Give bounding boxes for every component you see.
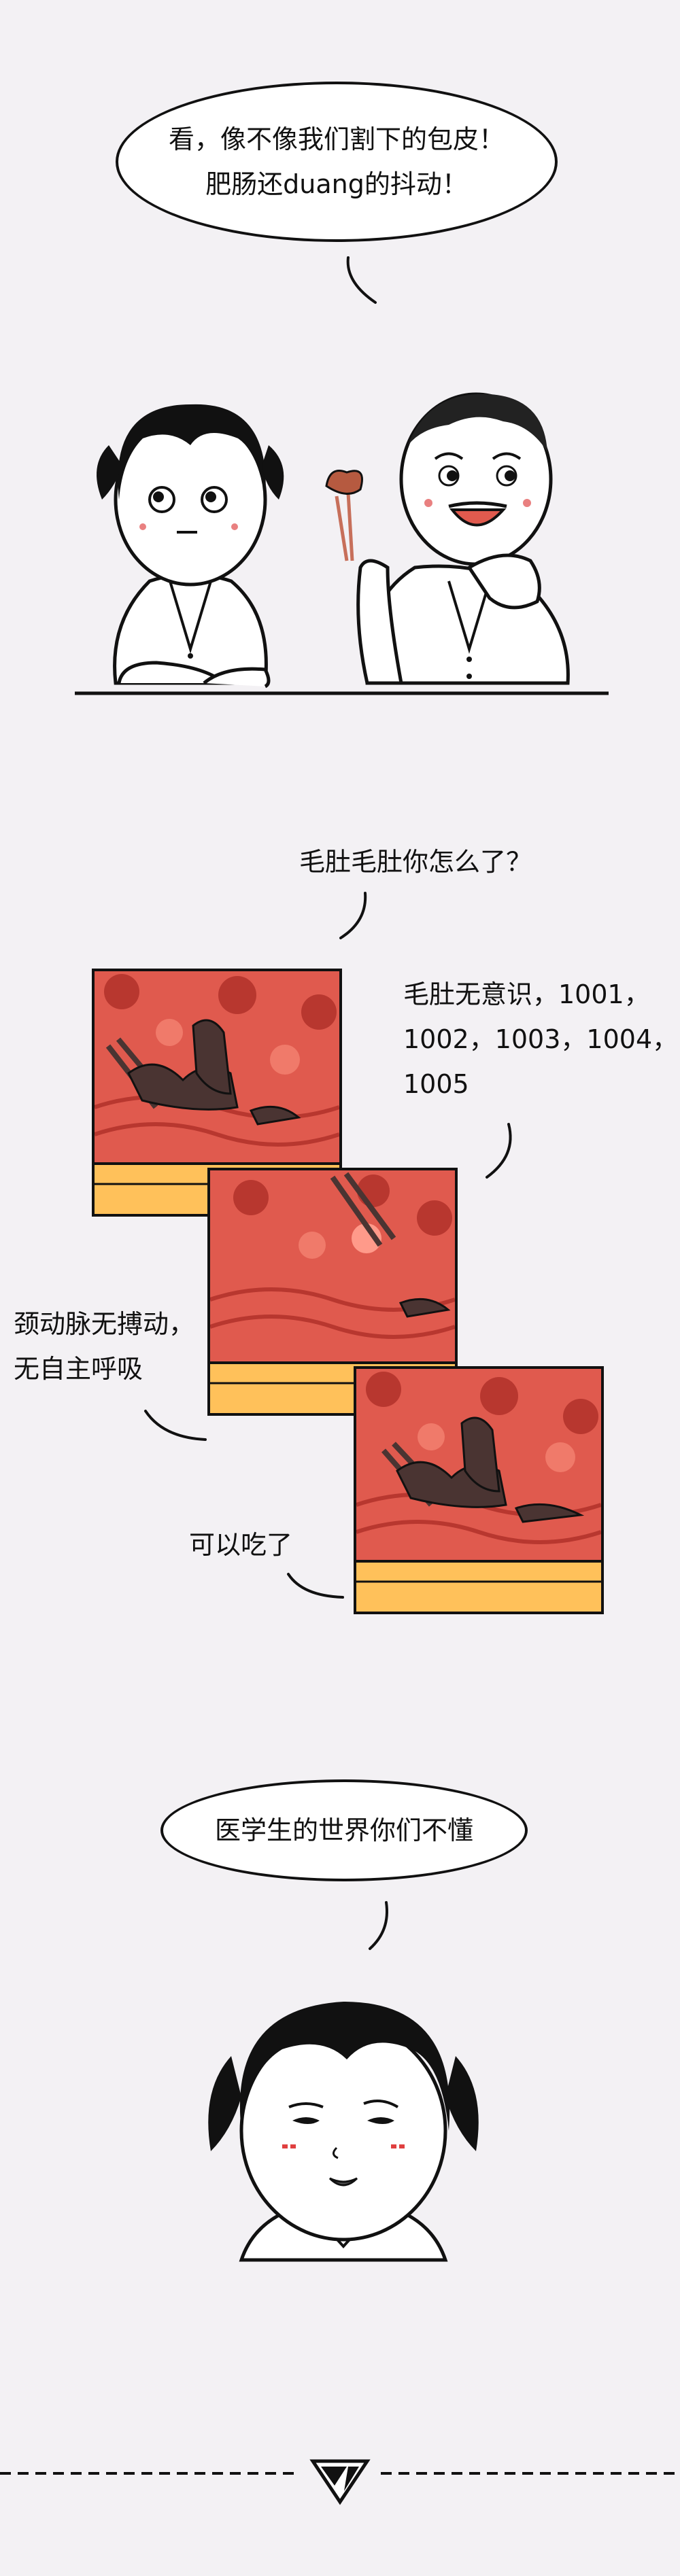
speech-bubble-1: 看，像不像我们割下的包皮！ 肥肠还duang的抖动！ bbox=[116, 82, 558, 242]
speech-bubble-1-line-2: 肥肠还duang的抖动！ bbox=[205, 169, 468, 199]
speech-bubble-1-line-1: 看，像不像我们割下的包皮！ bbox=[168, 124, 505, 154]
illustration-two-doctors bbox=[75, 392, 609, 695]
footer-divider bbox=[0, 2459, 680, 2505]
caption-tripe-count-line-3: 1005 bbox=[403, 1069, 469, 1099]
caption-ready-to-eat: 可以吃了 bbox=[189, 1530, 293, 1560]
caption-tripe-count-line-2: 1002，1003，1004， bbox=[403, 1024, 679, 1054]
caption-carotid-tail bbox=[144, 1410, 207, 1441]
hotpot-panel-3 bbox=[354, 1366, 604, 1614]
caption-tripe-count-tail bbox=[486, 1123, 512, 1179]
speech-bubble-2-text: 医学生的世界你们不懂 bbox=[214, 1815, 473, 1845]
caption-tripe-count-line-1: 毛肚无意识，1001， bbox=[403, 979, 650, 1009]
caption-carotid: 颈动脉无搏动， 无自主呼吸 bbox=[14, 1302, 194, 1391]
caption-carotid-line-1: 颈动脉无搏动， bbox=[14, 1309, 195, 1339]
caption-ready-to-eat-tail bbox=[287, 1573, 344, 1599]
illustration-medical-student bbox=[208, 2002, 479, 2262]
caption-tripe-question-tail bbox=[339, 892, 367, 939]
speech-bubble-1-tail bbox=[346, 256, 377, 304]
caption-tripe-question: 毛肚毛肚你怎么了？ bbox=[299, 847, 532, 877]
speech-bubble-2: 医学生的世界你们不懂 bbox=[160, 1779, 528, 1881]
caption-tripe-count: 毛肚无意识，1001， 1002，1003，1004， 1005 bbox=[403, 972, 678, 1107]
speech-bubble-2-tail bbox=[369, 1901, 388, 1950]
caption-carotid-line-2: 无自主呼吸 bbox=[14, 1354, 143, 1384]
